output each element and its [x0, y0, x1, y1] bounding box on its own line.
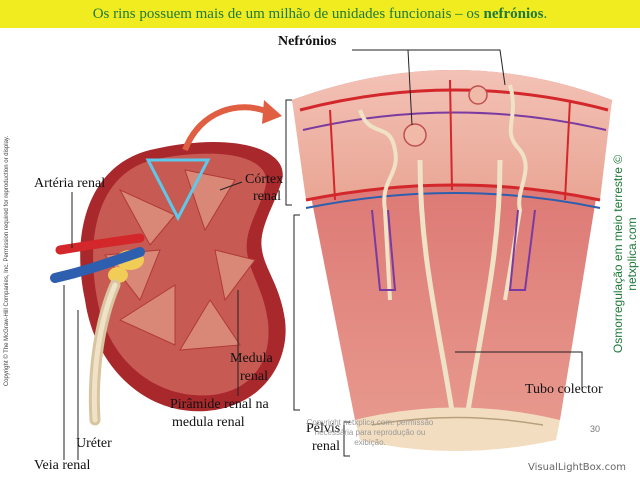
title-bar: Os rins possuem mais de um milhão de uni…	[0, 0, 640, 28]
brand-text: VisualLightBox.com	[528, 462, 626, 473]
label-arteria-renal: Artéria renal	[34, 176, 106, 191]
label-ureter: Uréter	[76, 436, 112, 451]
bracket-medula	[293, 214, 300, 411]
bracket-cortex	[285, 99, 292, 206]
label-nefronios: Nefrónios	[278, 34, 337, 49]
kidney-section	[50, 141, 286, 426]
leader-cortex	[219, 181, 243, 191]
label-piramide-2: medula renal	[172, 415, 245, 430]
slide-title: Os rins possuem mais de um milhão de uni…	[92, 5, 548, 22]
label-tubo-colector: Tubo colector	[525, 382, 603, 397]
bracket-pelvis	[343, 421, 350, 457]
label-piramide-1: Pirâmide renal na	[170, 397, 269, 412]
label-cortex-2: renal	[253, 189, 281, 204]
page-number: 30	[590, 424, 601, 434]
leader-nefronios-2	[408, 49, 506, 86]
leader-tubo	[455, 351, 583, 388]
label-medula-1: Medula	[230, 351, 273, 366]
label-medula-2: renal	[240, 369, 268, 384]
title-bold: nefrónios	[483, 5, 544, 22]
watermark: Copyright netxplica.com: permissão neces…	[306, 418, 434, 447]
label-pelvis-1: Pélvis	[306, 421, 341, 436]
zoom-arrow	[182, 104, 270, 152]
nephron-wedge	[292, 70, 612, 451]
label-pelvis-2: renal	[312, 439, 340, 454]
label-cortex-1: Córtex	[245, 172, 284, 187]
site-side-text: Osmorregulação em meio terrestre © netxp…	[611, 154, 639, 354]
copyright-side-text: Copyright © The McGraw-Hill Companies, I…	[4, 135, 10, 387]
label-veia-renal: Veia renal	[34, 458, 91, 473]
